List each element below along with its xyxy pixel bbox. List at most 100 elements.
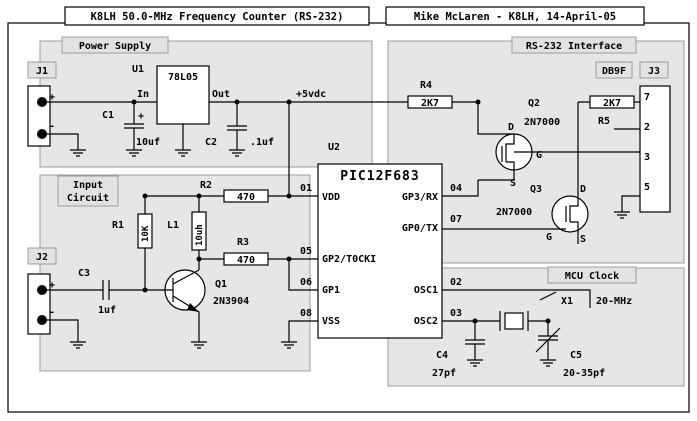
j1-connector: J1 + -: [27, 61, 57, 147]
power-supply-label: Power Supply: [79, 41, 151, 52]
r3-resistor: 470 R3: [199, 237, 318, 266]
mcu-clock-label: MCU Clock: [565, 271, 619, 282]
vss-ground: [281, 320, 318, 349]
svg-text:.1uf: .1uf: [250, 137, 274, 148]
svg-text:C3: C3: [78, 268, 90, 279]
svg-text:+: +: [49, 92, 55, 103]
svg-text:2N7000: 2N7000: [496, 207, 532, 218]
svg-text:S: S: [510, 178, 516, 189]
c4-capacitor: C4 27pf: [432, 321, 485, 379]
c2-capacitor: C2 .1uf: [205, 102, 274, 157]
x1-crystal: X1 20-MHz: [499, 291, 632, 331]
svg-text:-: -: [49, 307, 55, 318]
svg-text:470: 470: [237, 192, 255, 203]
svg-text:R4: R4: [420, 80, 432, 91]
svg-text:R5: R5: [598, 116, 610, 127]
svg-text:D: D: [580, 184, 586, 195]
svg-text:VSS: VSS: [322, 316, 340, 327]
ground-symbol: [70, 149, 86, 157]
svg-text:10uf: 10uf: [136, 137, 160, 148]
svg-text:08: 08: [300, 308, 312, 319]
svg-text:2K7: 2K7: [421, 98, 439, 109]
svg-text:10K: 10K: [141, 225, 151, 242]
svg-text:R3: R3: [237, 237, 249, 248]
gp1-wire: [288, 259, 318, 291]
svg-text:78L05: 78L05: [168, 72, 198, 83]
svg-text:1uf: 1uf: [98, 305, 116, 316]
svg-text:GP2/T0CKI: GP2/T0CKI: [322, 254, 376, 265]
c3-capacitor: C3 1uf: [42, 268, 145, 316]
r2-resistor: 470 R2: [145, 180, 318, 203]
q2-mosfet: Q2 2N7000 D G S: [478, 98, 560, 189]
svg-text:05: 05: [300, 246, 312, 257]
svg-text:X1: X1: [561, 296, 573, 307]
svg-text:U2: U2: [328, 142, 340, 153]
svg-text:C4: C4: [436, 350, 448, 361]
rs232-label: RS-232 Interface: [526, 41, 622, 52]
q1-transistor: Q1 2N3904: [145, 269, 249, 349]
svg-text:J3: J3: [648, 66, 660, 77]
svg-text:G: G: [546, 232, 552, 243]
gp2-junction: [286, 256, 292, 262]
rail-label: +5vdc: [296, 89, 326, 100]
svg-text:In: In: [137, 89, 149, 100]
c5-trimmer: C5 20-35pf: [535, 321, 605, 379]
svg-text:GP0/TX: GP0/TX: [402, 223, 438, 234]
svg-text:L1: L1: [167, 220, 179, 231]
rx-wire: [442, 180, 479, 197]
svg-text:D: D: [508, 122, 514, 133]
j1-ground-wire: [42, 133, 79, 150]
svg-text:-: -: [49, 121, 55, 132]
svg-text:470: 470: [237, 255, 255, 266]
svg-text:C1: C1: [102, 110, 114, 121]
svg-text:G: G: [536, 150, 542, 161]
svg-text:PIC12F683: PIC12F683: [340, 169, 419, 184]
svg-text:DB9F: DB9F: [602, 66, 626, 77]
svg-text:C2: C2: [205, 137, 217, 148]
svg-text:20-MHz: 20-MHz: [596, 296, 632, 307]
svg-text:10uh: 10uh: [195, 224, 205, 246]
svg-text:2K7: 2K7: [603, 98, 621, 109]
j2-connector: J2 + -: [27, 247, 57, 335]
osc1-wire: [442, 289, 591, 308]
input-circuit-label-2: Circuit: [67, 192, 109, 204]
j2-ground: [42, 319, 86, 349]
title-text: K8LH 50.0-MHz Frequency Counter (RS-232): [91, 11, 344, 23]
svg-text:J1: J1: [36, 66, 48, 77]
svg-text:27pf: 27pf: [432, 368, 456, 379]
r1-resistor: 10K R1: [112, 196, 153, 290]
svg-text:R2: R2: [200, 180, 212, 191]
power-supply-tag: [61, 36, 169, 54]
svg-text:Out: Out: [212, 89, 230, 100]
r4-resistor: 2K7 R4: [407, 80, 453, 109]
svg-text:C5: C5: [570, 350, 582, 361]
svg-text:7: 7: [644, 92, 650, 103]
rs232-tag: [511, 36, 637, 54]
svg-text:VDD: VDD: [322, 192, 340, 203]
c1-capacitor: + C1 10uf: [102, 102, 160, 157]
svg-text:5: 5: [644, 182, 650, 193]
q2-drain-wire: [477, 102, 514, 135]
svg-text:S: S: [580, 234, 586, 245]
svg-text:OSC2: OSC2: [414, 316, 438, 327]
svg-text:Q1: Q1: [215, 279, 227, 290]
svg-text:Q2: Q2: [528, 98, 540, 109]
svg-text:3: 3: [644, 152, 650, 163]
svg-text:Q3: Q3: [530, 184, 542, 195]
collector-junction: [196, 256, 202, 262]
svg-text:+: +: [138, 111, 144, 122]
j3-connector: DB9F J3 7 2 3 5: [595, 61, 671, 219]
svg-text:07: 07: [450, 214, 462, 225]
svg-text:GP1: GP1: [322, 285, 340, 296]
svg-text:20-35pf: 20-35pf: [563, 368, 605, 379]
u2-mcu: U2 PIC12F683 VDD 01 GP2/T0CKI 05 GP1 06 …: [300, 142, 462, 339]
input-circuit-label-1: Input: [73, 180, 103, 191]
svg-text:06: 06: [300, 277, 312, 288]
q3-mosfet: Q3 2N7000 D G S: [442, 184, 589, 245]
svg-text:01: 01: [300, 183, 312, 194]
svg-text:2: 2: [644, 122, 650, 133]
svg-text:J2: J2: [36, 252, 48, 263]
svg-text:R1: R1: [112, 220, 124, 231]
svg-text:U1: U1: [132, 64, 144, 75]
